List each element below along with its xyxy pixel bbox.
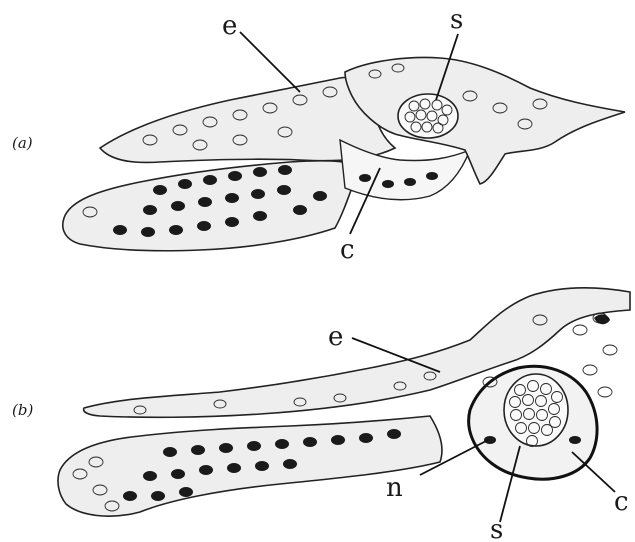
panel-a-s-cluster [398, 94, 458, 138]
panel-b-label-n: n [386, 473, 403, 503]
panel-a-central-region [340, 140, 470, 200]
panel-a-label-e: e [222, 11, 237, 41]
panel-b-label-c: c [614, 487, 629, 517]
panel-a-label: (a) [12, 134, 33, 152]
panel-a-e-leader [240, 32, 300, 92]
panel-b: (b) [12, 288, 630, 542]
panel-b-right-nucleus [594, 314, 610, 324]
panel-a-label-c: c [340, 235, 355, 265]
panel-b-label-s: s [490, 515, 503, 542]
panel-b-cell-mass [58, 416, 442, 516]
panel-b-c-leader [572, 452, 615, 492]
panel-a-label-s: s [450, 5, 463, 35]
panel-b-label: (b) [12, 401, 33, 419]
panel-a-epithelium-lower [63, 161, 360, 251]
panel-b-label-e: e [328, 322, 343, 352]
panel-a: (a) [12, 5, 625, 265]
